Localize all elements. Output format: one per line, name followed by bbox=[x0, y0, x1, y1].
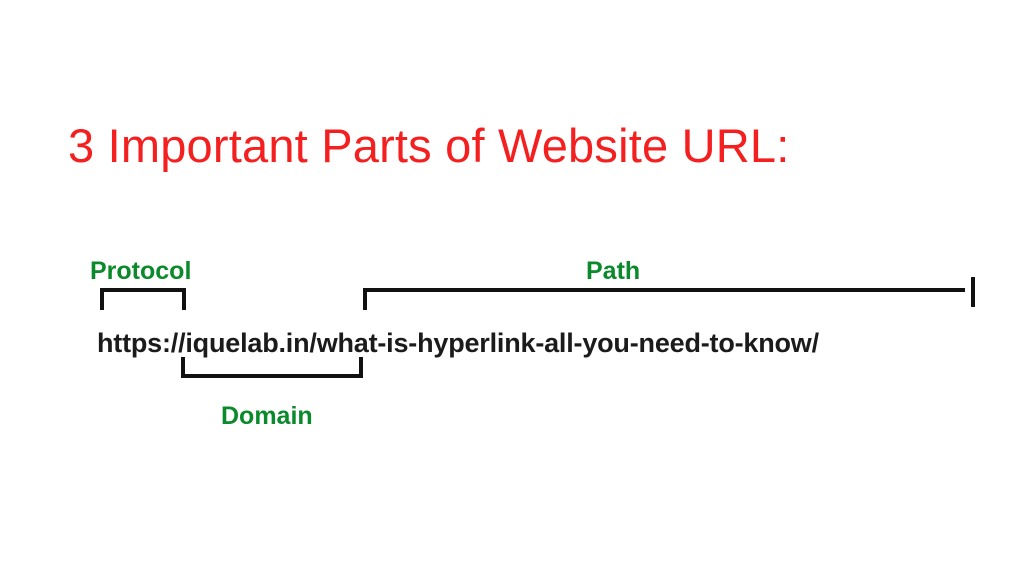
page-title: 3 Important Parts of Website URL: bbox=[68, 119, 790, 172]
domain-bracket-horizontal bbox=[181, 374, 363, 378]
annotation-label-protocol: Protocol bbox=[90, 257, 192, 285]
annotation-label-domain: Domain bbox=[221, 402, 313, 430]
domain-bracket-right-tick bbox=[359, 357, 363, 378]
domain-bracket-left-tick bbox=[181, 357, 185, 378]
protocol-bracket-right-tick bbox=[182, 288, 186, 310]
path-bracket-horizontal bbox=[363, 288, 965, 292]
path-bracket-right-tick bbox=[971, 277, 975, 307]
url-text: https://iquelab.in/what-is-hyperlink-all… bbox=[97, 328, 819, 358]
path-bracket-left-tick bbox=[363, 288, 367, 310]
protocol-bracket-horizontal bbox=[100, 288, 186, 292]
protocol-bracket-left-tick bbox=[100, 288, 104, 310]
annotation-label-path: Path bbox=[586, 257, 641, 285]
